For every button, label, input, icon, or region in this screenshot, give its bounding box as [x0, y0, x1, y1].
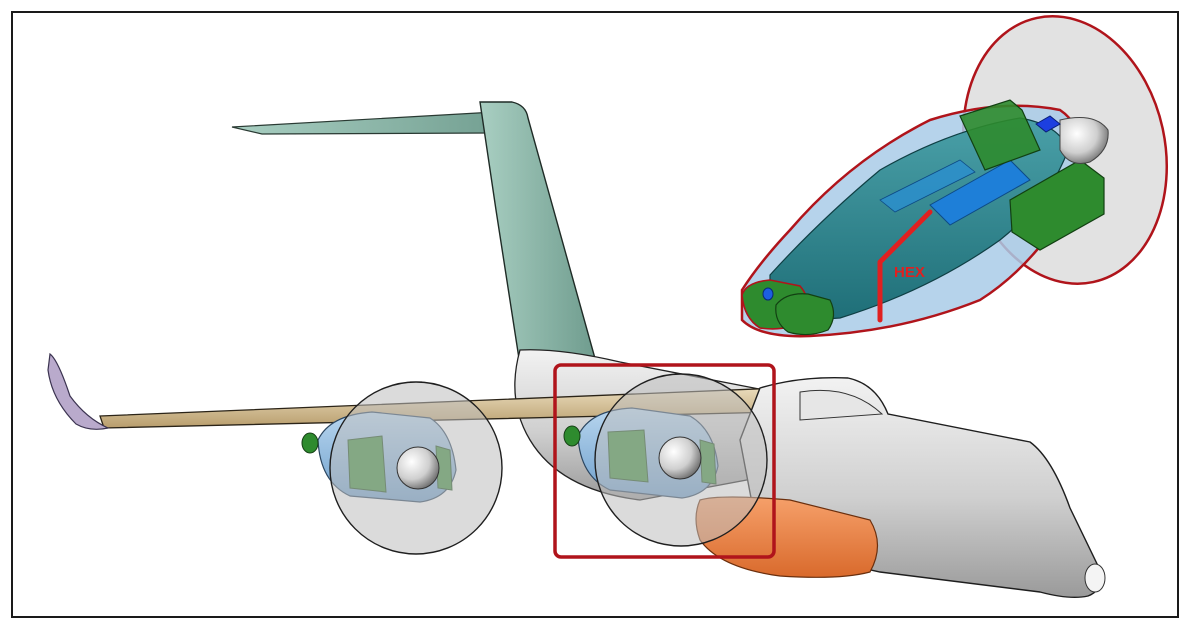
cockpit-windshield-line: [799, 389, 884, 421]
aircraft-render: [47, 101, 1106, 599]
engine-detail-render: HEX: [740, 15, 1169, 338]
detail-green-inlet-right: [775, 293, 835, 336]
heat-exchanger-marker: [877, 209, 933, 323]
hex-label: HEX: [894, 264, 925, 281]
outer-engine-nose-green: [301, 432, 319, 454]
detail-duct-upper: [879, 159, 976, 213]
outer-engine: [301, 381, 503, 555]
inner-engine: [563, 373, 768, 547]
nose-tip: [1084, 563, 1106, 593]
highlight-box: [553, 363, 776, 559]
detail-spinner: [1059, 117, 1109, 164]
outer-spinner: [396, 446, 440, 490]
detail-blue-cap: [1035, 115, 1061, 133]
detail-green-block-top: [959, 99, 1041, 171]
inner-engine-nose-green: [563, 425, 581, 447]
winglet: [47, 352, 110, 430]
inner-spinner: [658, 436, 702, 480]
detail-duct: [929, 159, 1031, 226]
detail-blue-marker: [762, 287, 774, 301]
